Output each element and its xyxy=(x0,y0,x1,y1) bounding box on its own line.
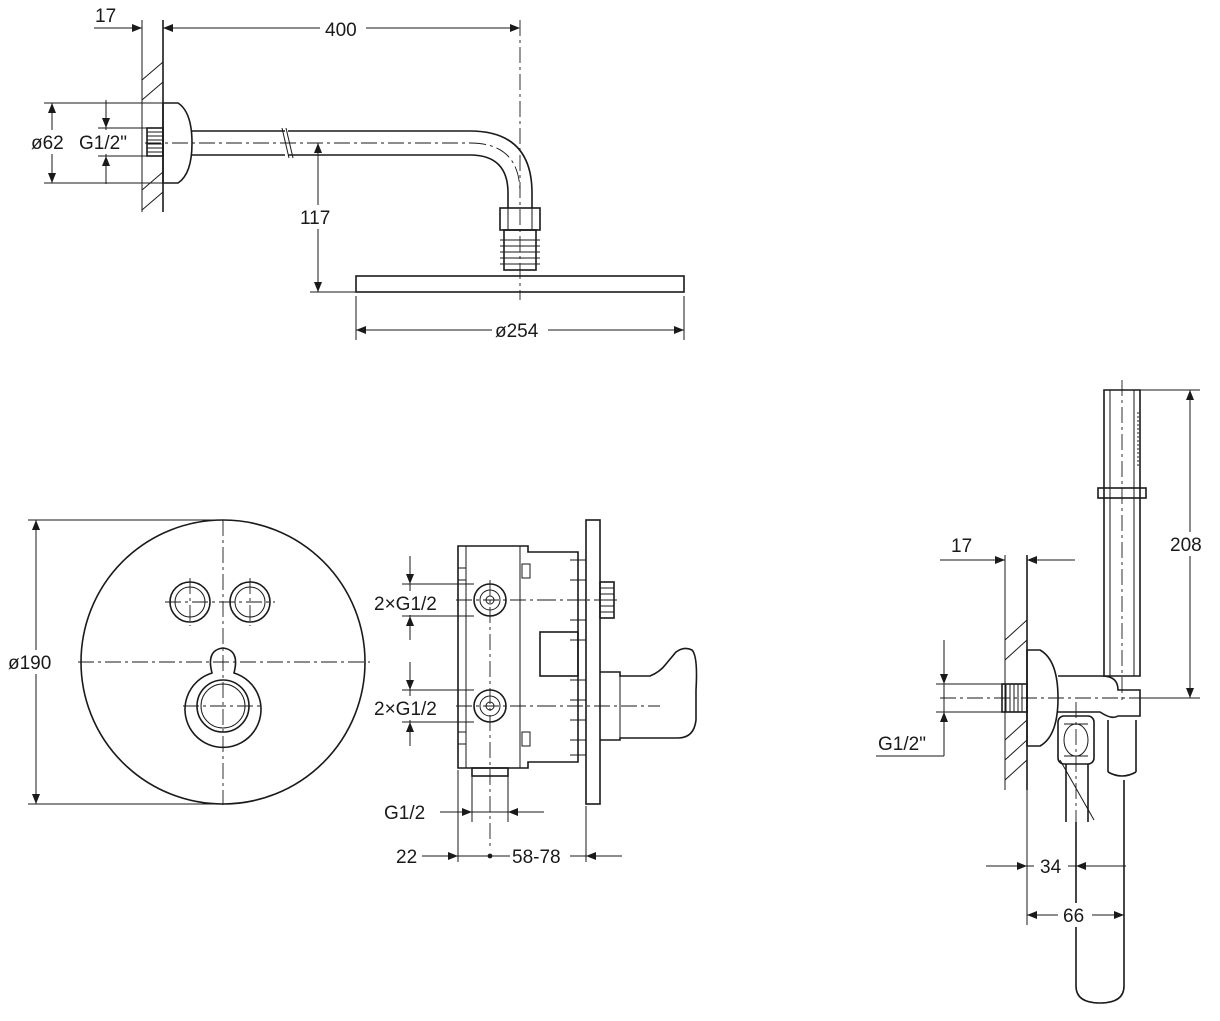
label-outlet-distance: 34 xyxy=(1040,857,1062,878)
label-arm-wall-offset: 17 xyxy=(95,6,116,27)
holder-body xyxy=(1058,675,1141,719)
cover-plate-side xyxy=(585,519,601,805)
shower-head xyxy=(355,275,685,293)
dim-lines-side xyxy=(402,556,622,862)
joint-body xyxy=(503,229,537,271)
label-flange-diameter: ø62 xyxy=(31,133,64,154)
label-drop-height: 117 xyxy=(300,208,330,229)
label-arm-length: 400 xyxy=(325,20,357,41)
shower-arm xyxy=(192,130,533,208)
label-depth-range: 58-78 xyxy=(512,847,561,868)
label-upper-ports: 2×G1/2 xyxy=(374,594,437,615)
mixer-front-view: ø190 xyxy=(6,519,370,805)
mixer-side-view: 2×G1/2 2×G1/2 G1/2 22 58-78 xyxy=(372,519,698,868)
thread-stub xyxy=(146,127,164,157)
knob-side xyxy=(600,647,698,741)
valve-body xyxy=(457,545,579,769)
label-hand-thread: G1/2" xyxy=(878,734,926,755)
push-buttons xyxy=(165,578,275,626)
hand-hose xyxy=(1075,780,1125,1004)
label-bottom-port: G1/2 xyxy=(384,803,425,824)
label-depth-min: 22 xyxy=(396,847,417,868)
label-plate-diameter: ø190 xyxy=(8,653,51,674)
label-arm-thread: G1/2" xyxy=(79,133,127,154)
thermostat-knob xyxy=(183,647,263,749)
label-head-diameter: ø254 xyxy=(495,321,539,342)
hand-shower-view: 17 208 G1/2" 34 66 xyxy=(876,380,1212,1004)
shower-arm-view: 17 400 ø62 G1/2" 117 ø254 xyxy=(30,6,685,342)
label-lower-ports: 2×G1/2 xyxy=(374,699,437,720)
label-overall-depth: 66 xyxy=(1063,906,1084,927)
dim-lines-hand xyxy=(876,389,1200,925)
label-handset-length: 208 xyxy=(1170,535,1202,556)
label-hand-wall-offset: 17 xyxy=(951,536,972,557)
arm-labels: 17 400 ø62 G1/2" 117 ø254 xyxy=(30,6,548,342)
